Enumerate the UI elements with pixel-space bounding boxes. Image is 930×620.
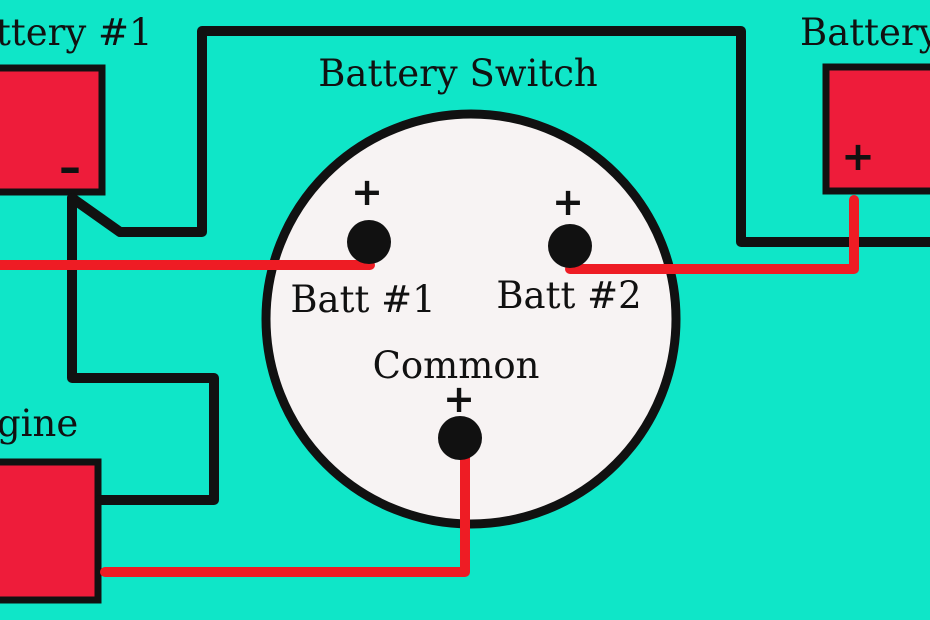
common-post-sign: + [443, 377, 475, 421]
negative-wire-battery1-to-battery2 [67, 26, 930, 247]
batt1-post [347, 220, 391, 264]
negative-wire-battery1-to-engine [67, 193, 219, 505]
battery-2-positive-sign: + [841, 134, 875, 180]
batt2-label: Batt #2 [496, 274, 641, 317]
positive-wire-common-to-engine [100, 435, 470, 577]
battery-1-label: ttery #1 [0, 11, 153, 54]
batt2-post-sign: + [552, 180, 584, 224]
common-post [438, 416, 482, 460]
positive-wire-batt2-post-to-battery2 [565, 195, 859, 274]
batt1-label: Batt #1 [290, 278, 435, 321]
diagram-title: Battery Switch [318, 52, 598, 95]
battery-2-label: Battery [800, 11, 930, 54]
engine-label: gine [0, 402, 78, 445]
battery-1-negative-sign: – [59, 142, 81, 193]
batt1-post-sign: + [351, 170, 383, 214]
battery-2-box [822, 63, 930, 195]
battery-switch-body [261, 109, 681, 529]
engine-box [0, 458, 102, 604]
battery-1-box [0, 64, 106, 196]
common-label: Common [373, 344, 540, 387]
batt2-post [548, 224, 592, 268]
